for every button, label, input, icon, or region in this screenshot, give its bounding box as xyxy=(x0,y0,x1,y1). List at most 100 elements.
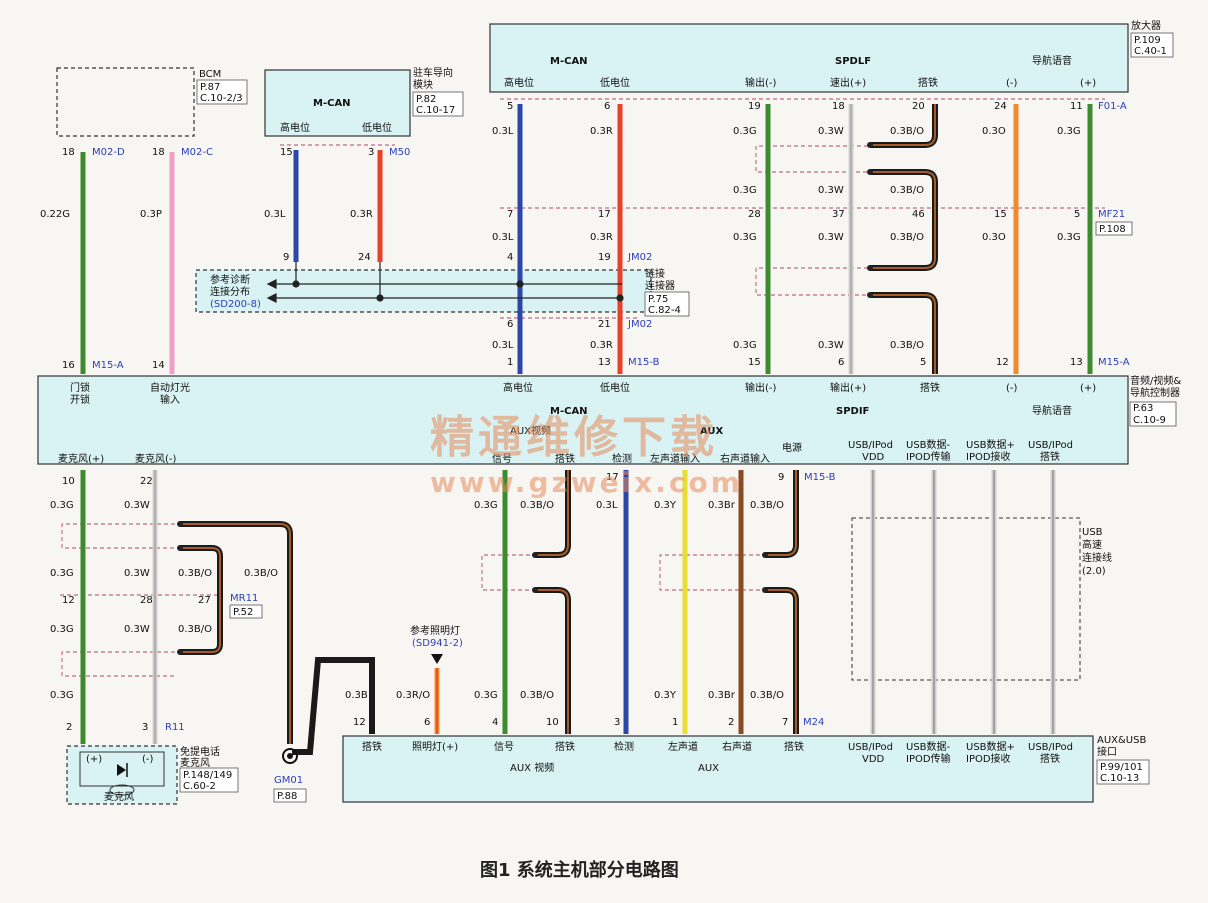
auxusb-pin-label: 左声道 xyxy=(668,740,698,753)
ground-ref: P.88 xyxy=(277,791,297,802)
head-group-mcan: M-CAN xyxy=(550,406,588,417)
pin-number: 28 xyxy=(140,595,153,606)
pin-number: 18 xyxy=(832,101,845,112)
auxusb-pin-label: USB数据- xyxy=(906,740,951,753)
ground-icon xyxy=(282,748,298,764)
wire-label: 0.3G xyxy=(50,568,74,579)
wire-label: 0.3W xyxy=(818,232,844,243)
head-pin-label: USB数据- xyxy=(906,438,951,451)
auxusb-group-aux: AUX xyxy=(698,763,719,774)
pin-number: 2 xyxy=(66,722,72,733)
pin-number: 18 xyxy=(62,147,75,158)
head-group-auxvideo: AUX视频 xyxy=(510,424,551,437)
head-pin-label: 搭铁 xyxy=(920,381,940,394)
wire-label: 0.3G xyxy=(474,690,498,701)
joint-ref2: C.82-4 xyxy=(648,305,681,316)
park-title1: 驻车导向 xyxy=(413,66,453,79)
mic-minus: (-) xyxy=(142,754,154,765)
connector-id: R11 xyxy=(165,722,185,733)
park-ref1: P.82 xyxy=(416,94,436,105)
pin-number: 13 xyxy=(1070,357,1083,368)
pin-number: 19 xyxy=(598,252,611,263)
connector-id: M02-D xyxy=(92,147,125,158)
pin-number: 22 xyxy=(140,476,153,487)
auxusb-pin-label: 搭铁 xyxy=(555,740,575,753)
figure-caption: 图1 系统主机部分电路图 xyxy=(480,859,679,881)
wire-label: 0.3L xyxy=(492,126,514,137)
wire-label: 0.3R xyxy=(350,209,373,220)
pin-number: 5 xyxy=(1074,209,1080,220)
pin-number: 37 xyxy=(832,209,845,220)
wire-label: 0.3B xyxy=(345,690,368,701)
mic-ref1: P.148/149 xyxy=(183,770,232,781)
pin-number: 3 xyxy=(368,147,374,158)
auxusb-pin-label: USB/IPod xyxy=(848,742,893,753)
pin-number: 20 xyxy=(912,101,925,112)
pin-number: 6 xyxy=(838,357,844,368)
connector-id: M15-A xyxy=(92,360,124,371)
park-ref2: C.10-17 xyxy=(416,105,455,116)
pin-number: 15 xyxy=(994,209,1007,220)
pin-number: 15 xyxy=(748,357,761,368)
amp-group-spdlf: SPDLF xyxy=(835,56,871,67)
pin-number: 15 xyxy=(280,147,293,158)
connector-id: M02-C xyxy=(181,147,213,158)
park-pin-label: 低电位 xyxy=(362,121,392,134)
pin-number: 14 xyxy=(152,360,165,371)
wire-label: 0.3Br xyxy=(708,500,736,511)
auxusb-pin-label: IPOD接收 xyxy=(966,752,1011,765)
wire-label: 0.3L xyxy=(492,340,514,351)
bcm-ref1: P.87 xyxy=(200,82,220,93)
head-pin-label: (-) xyxy=(1006,383,1018,394)
amplifier-module xyxy=(489,23,1129,93)
head-title1: 音频/视频& xyxy=(1130,374,1181,387)
park-group: M-CAN xyxy=(313,98,351,109)
pin-number: 6 xyxy=(604,101,610,112)
wire-label: 0.3G xyxy=(733,185,757,196)
joint-title2: 连接器 xyxy=(645,279,675,292)
wire-label: 0.3G xyxy=(733,340,757,351)
connector-id: M15-B xyxy=(804,472,836,483)
auxusb-ref2: C.10-13 xyxy=(1100,773,1139,784)
amp-pin-label: 输出(-) xyxy=(745,76,777,89)
pin-number: 24 xyxy=(358,252,371,263)
connector-id: M24 xyxy=(803,717,824,728)
pin-number: 9 xyxy=(283,252,289,263)
head-pin-label: 麦克风(-) xyxy=(135,453,177,465)
amp-title: 放大器 xyxy=(1131,19,1161,32)
wire-label: 0.3G xyxy=(1057,232,1081,243)
pin-number: 28 xyxy=(748,209,761,220)
aux-usb-module xyxy=(342,735,1094,803)
head-pin-label: 输出(+) xyxy=(830,381,866,394)
wire-label: 0.3R xyxy=(590,232,613,243)
amp-pin-label: (+) xyxy=(1080,78,1096,89)
lamp-ref-arrow-icon xyxy=(431,654,443,664)
pin-number: 11 xyxy=(1070,101,1083,112)
auxusb-pin-label: USB数据+ xyxy=(966,740,1015,753)
wire-label: 0.3R xyxy=(590,340,613,351)
wire-label: 0.3Y xyxy=(654,500,677,511)
amp-pin-label: (-) xyxy=(1006,78,1018,89)
head-pin-label: 输出(-) xyxy=(745,381,777,394)
auxusb-pin-label: 搭铁 xyxy=(362,740,382,753)
wire-label: 0.3B/O xyxy=(890,232,924,243)
splice-dots xyxy=(177,142,873,655)
head-title2: 导航控制器 xyxy=(1130,386,1180,399)
mic-plus: (+) xyxy=(86,754,102,765)
wire-label: 0.3B/O xyxy=(520,500,554,511)
wire-label: 0.3W xyxy=(124,568,150,579)
pin-number: 10 xyxy=(62,476,75,487)
wire-label: 0.3G xyxy=(50,500,74,511)
lamp-ref1: 参考照明灯 xyxy=(410,624,460,637)
head-pin-label: 高电位 xyxy=(503,381,533,394)
auxusb-pin-label: 检测 xyxy=(614,740,634,753)
wire-label: 0.3B/O xyxy=(890,126,924,137)
wire-label: 0.3B/O xyxy=(750,690,784,701)
mic-ref2: C.60-2 xyxy=(183,781,216,792)
joint-bus xyxy=(266,262,624,303)
pin-number: 4 xyxy=(492,717,498,728)
wire-label: 0.3B/O xyxy=(178,568,212,579)
amp-ref1: P.109 xyxy=(1134,35,1161,46)
pin-number: 24 xyxy=(994,101,1007,112)
usb-cable-box xyxy=(851,517,1081,681)
